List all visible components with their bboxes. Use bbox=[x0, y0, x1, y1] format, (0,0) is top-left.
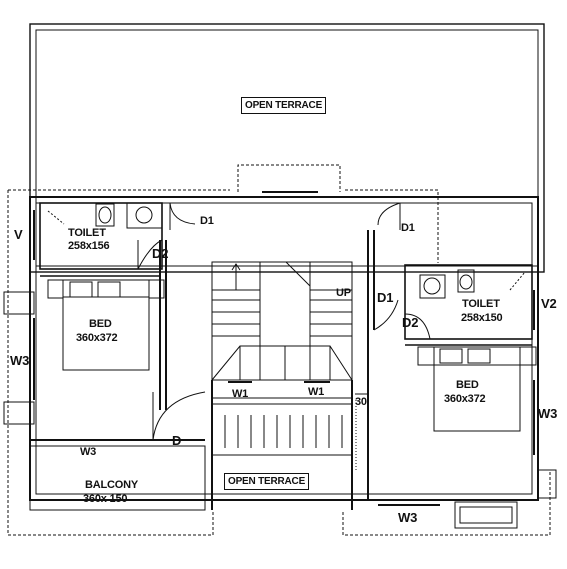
window-w3-left-bottom: W3 bbox=[80, 446, 97, 458]
bed-left bbox=[62, 279, 150, 371]
dashed-boundary-right bbox=[345, 189, 439, 263]
window-w3-left: W3 bbox=[10, 353, 30, 368]
window-w3-right-bottom: W3 bbox=[398, 510, 418, 525]
open-terrace-top-label: OPEN TERRACE bbox=[241, 97, 327, 114]
open-terrace-bottom-label: OPEN TERRACE bbox=[224, 473, 310, 490]
bed-right-size: 360x372 bbox=[444, 393, 486, 405]
balcony bbox=[29, 445, 206, 511]
balcony-label: BALCONY bbox=[85, 479, 138, 491]
window-v-label: V bbox=[14, 227, 23, 242]
window-w1-right: W1 bbox=[308, 386, 325, 398]
bed-right-label: BED bbox=[456, 379, 479, 391]
door-d1-mid-right: D1 bbox=[377, 290, 394, 305]
toilet-left-label: TOILET bbox=[68, 227, 106, 239]
window-v2-label: V2 bbox=[541, 296, 557, 311]
balcony-size: 360x 150 bbox=[83, 493, 128, 505]
door-d1-top-left: D1 bbox=[200, 215, 214, 227]
bay-projection bbox=[237, 164, 341, 192]
open-terrace-top-inner bbox=[35, 29, 539, 267]
dimension-30-label: 30 bbox=[355, 396, 367, 408]
door-d2-right: D2 bbox=[402, 315, 419, 330]
toilet-right-label: TOILET bbox=[462, 298, 500, 310]
toilet-right-room bbox=[404, 264, 533, 340]
window-w1-left: W1 bbox=[232, 388, 249, 400]
dashed-boundary-left bbox=[7, 190, 214, 536]
open-terrace-top-outline bbox=[29, 23, 545, 273]
door-d2-left: D2 bbox=[152, 246, 169, 261]
toilet-left-size: 258x156 bbox=[68, 240, 110, 252]
main-wall-outline bbox=[29, 196, 539, 501]
door-d1-top-right: D1 bbox=[401, 222, 415, 234]
staircase bbox=[211, 261, 353, 381]
bed-left-label: BED bbox=[89, 318, 112, 330]
bed-right bbox=[433, 346, 521, 432]
up-label: UP bbox=[336, 287, 351, 299]
toilet-left-room bbox=[39, 202, 163, 270]
window-w3-right: W3 bbox=[538, 406, 558, 421]
bed-left-size: 360x372 bbox=[76, 332, 118, 344]
door-d-label: D bbox=[172, 433, 182, 448]
toilet-right-size: 258x150 bbox=[461, 312, 503, 324]
